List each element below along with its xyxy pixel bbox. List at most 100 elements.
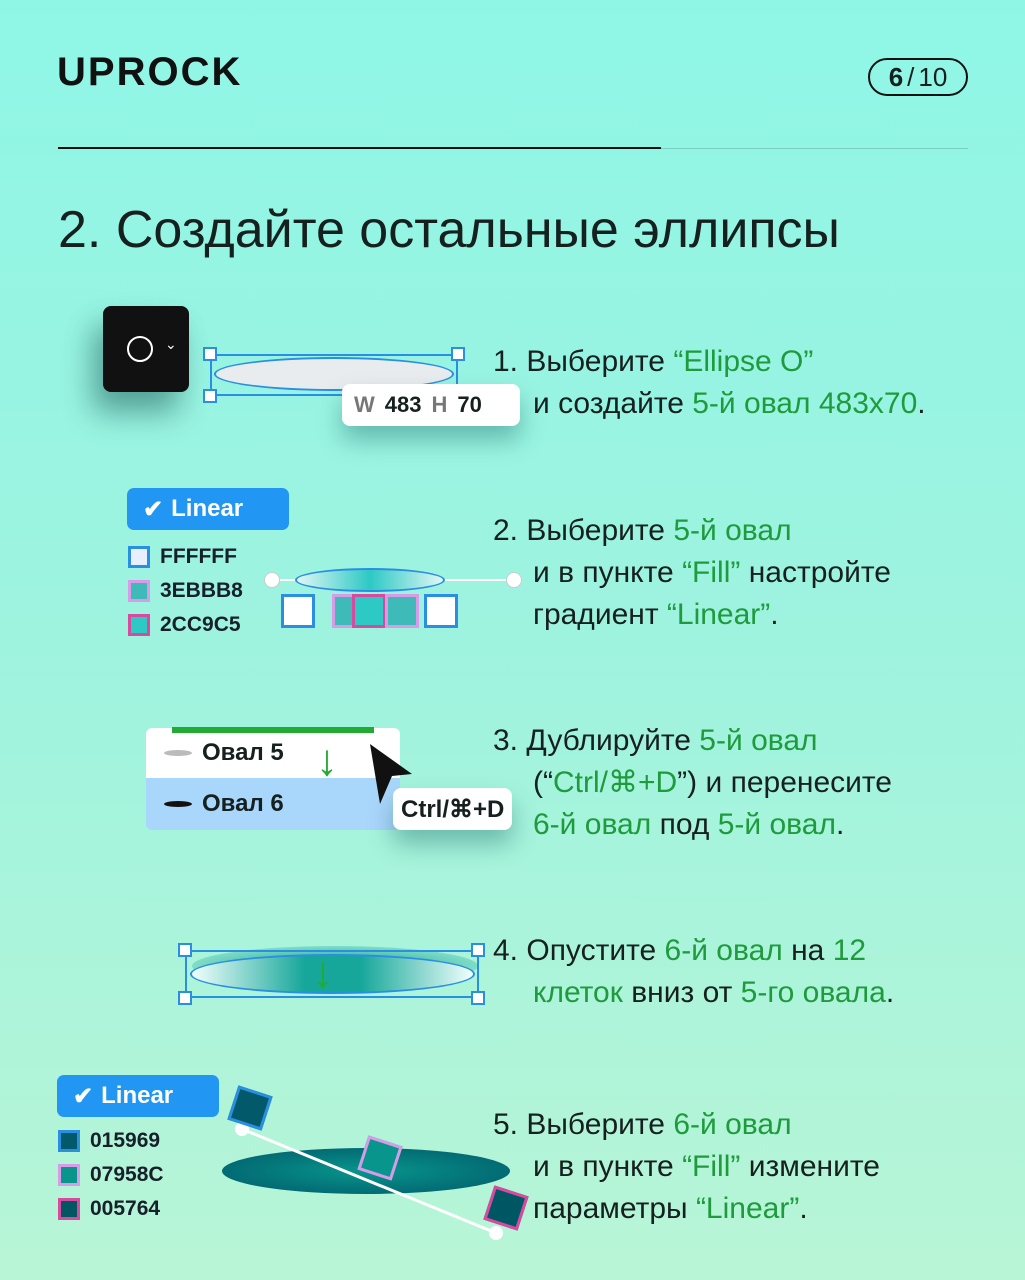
highlighted-text: 5-й овал (673, 514, 792, 547)
layer-item[interactable]: Овал 5 (146, 728, 400, 778)
page-separator: / (907, 61, 915, 92)
arrow-down-icon: ↓ (316, 736, 338, 785)
ellipse-6 (190, 954, 475, 994)
highlighted-text: “Fill” (682, 556, 741, 589)
hex-value: 015969 (90, 1129, 161, 1152)
swatch (58, 1130, 80, 1152)
step-line: параметры “Linear”. (493, 1188, 880, 1230)
check-icon: ✔ (73, 1082, 94, 1110)
step-line: и создайте 5-й овал 483x70. (493, 383, 926, 425)
step-text: 1. Выберите (493, 345, 674, 378)
hex-value: 005764 (90, 1197, 161, 1220)
layer-name: Овал 6 (202, 790, 284, 817)
highlighted-text: клеток (533, 976, 623, 1009)
color-stop[interactable]: 3EBBB8 (128, 574, 243, 608)
linear-label: Linear (101, 1082, 174, 1109)
highlighted-text: 6-й овал (673, 1108, 792, 1141)
stop-marker[interactable] (385, 594, 419, 628)
color-stop[interactable]: 07958C (58, 1158, 164, 1192)
step-line: 4. Опустите 6-й овал на 12 (493, 930, 894, 972)
step-line: градиент “Linear”. (493, 594, 891, 636)
highlighted-text: 5-й овал (717, 808, 836, 841)
shortcut-tooltip: Ctrl/⌘+D (393, 788, 513, 830)
hex-value: 2CC9C5 (160, 613, 241, 636)
step-text: измените (740, 1150, 880, 1183)
hex-value: FFFFFF (160, 545, 237, 568)
ellipse-selection-box[interactable] (210, 354, 458, 396)
swatch (58, 1198, 80, 1220)
step-text: . (917, 387, 926, 420)
step-text: градиент (533, 598, 667, 631)
hex-value: 3EBBB8 (160, 579, 243, 602)
step-line: и в пункте “Fill” настройте (493, 552, 891, 594)
layer-item[interactable]: Овал 6 (146, 778, 400, 830)
cursor-icon (370, 744, 412, 804)
highlighted-text: Ctrl/⌘+D (552, 766, 678, 799)
step-text: (“ (533, 766, 553, 799)
step-text: 5. Выберите (493, 1108, 674, 1141)
ellipse-icon (127, 336, 153, 362)
step-line: 5. Выберите 6-й овал (493, 1104, 880, 1146)
resize-handle[interactable] (178, 943, 192, 957)
color-stop[interactable]: 005764 (58, 1192, 164, 1226)
step-line: (“Ctrl/⌘+D”) и перенесите (493, 762, 892, 804)
step-text: 4. Опустите (493, 934, 665, 967)
resize-handle[interactable] (203, 389, 217, 403)
step-line: и в пункте “Fill” измените (493, 1146, 880, 1188)
height-label: H (431, 392, 448, 417)
step-text: . (885, 976, 895, 1009)
width-value: 483 (384, 392, 422, 417)
gradient-stops-list: 015969 07958C 005764 (58, 1124, 164, 1226)
color-stop[interactable]: 015969 (58, 1124, 164, 1158)
drop-indicator (172, 727, 374, 733)
ellipse-tool-button[interactable]: ⌄ (103, 306, 189, 392)
color-stop[interactable]: 2CC9C5 (128, 608, 243, 642)
gradient-endpoint[interactable] (264, 572, 280, 588)
gradient-stops-list: FFFFFF 3EBBB8 2CC9C5 (128, 540, 243, 642)
resize-handle[interactable] (451, 347, 465, 361)
arrow-down-icon: ↓ (312, 948, 334, 997)
resize-handle[interactable] (471, 991, 485, 1005)
page-indicator: 6/10 (868, 58, 968, 96)
step-line: 3. Дублируйте 5-й овал (493, 720, 892, 762)
ellipse-layer-icon (164, 801, 192, 807)
highlighted-text: 6-й овал (533, 808, 652, 841)
layer-name: Овал 5 (202, 739, 284, 766)
brand-logo: UPROCK (57, 50, 243, 94)
stop-marker[interactable] (281, 594, 315, 628)
linear-label: Linear (171, 495, 244, 522)
gradient-endpoint[interactable] (506, 572, 522, 588)
ellipse-selection-box[interactable] (185, 950, 479, 998)
ellipse-5-gradient (295, 568, 445, 592)
color-stop[interactable]: FFFFFF (128, 540, 243, 574)
layers-panel: Овал 5 Овал 6 (146, 728, 400, 830)
step-line: 2. Выберите 5-й овал (493, 510, 891, 552)
step-4-text: 4. Опустите 6-й овал на 12 клеток вниз от… (493, 930, 894, 1014)
resize-handle[interactable] (471, 943, 485, 957)
highlighted-text: “Ellipse O” (673, 345, 814, 378)
step-text: на (782, 934, 833, 967)
highlighted-text: “Linear” (695, 1192, 800, 1225)
hex-value: 07958C (90, 1163, 164, 1186)
current-page: 6 (888, 61, 904, 92)
linear-gradient-badge[interactable]: ✔ Linear (57, 1075, 219, 1117)
swatch (58, 1164, 80, 1186)
resize-handle[interactable] (178, 991, 192, 1005)
linear-gradient-badge[interactable]: ✔Linear (127, 488, 289, 530)
stop-marker[interactable] (424, 594, 458, 628)
chevron-down-icon: ⌄ (165, 336, 177, 352)
highlighted-text: 5-й овал 483x70 (692, 387, 918, 420)
step-text: 3. Дублируйте (493, 724, 700, 757)
stop-marker[interactable] (352, 594, 386, 628)
step-text: . (770, 598, 779, 631)
step-line: 1. Выберите “Ellipse O” (493, 341, 926, 383)
gradient-handle-line[interactable] (230, 1115, 510, 1245)
ellipse-layer-icon (164, 750, 192, 756)
step-text: вниз от (622, 976, 741, 1009)
width-label: W (354, 392, 375, 417)
resize-handle[interactable] (203, 347, 217, 361)
step-text: под (651, 808, 718, 841)
page-title: 2. Создайте остальные эллипсы (58, 201, 840, 259)
